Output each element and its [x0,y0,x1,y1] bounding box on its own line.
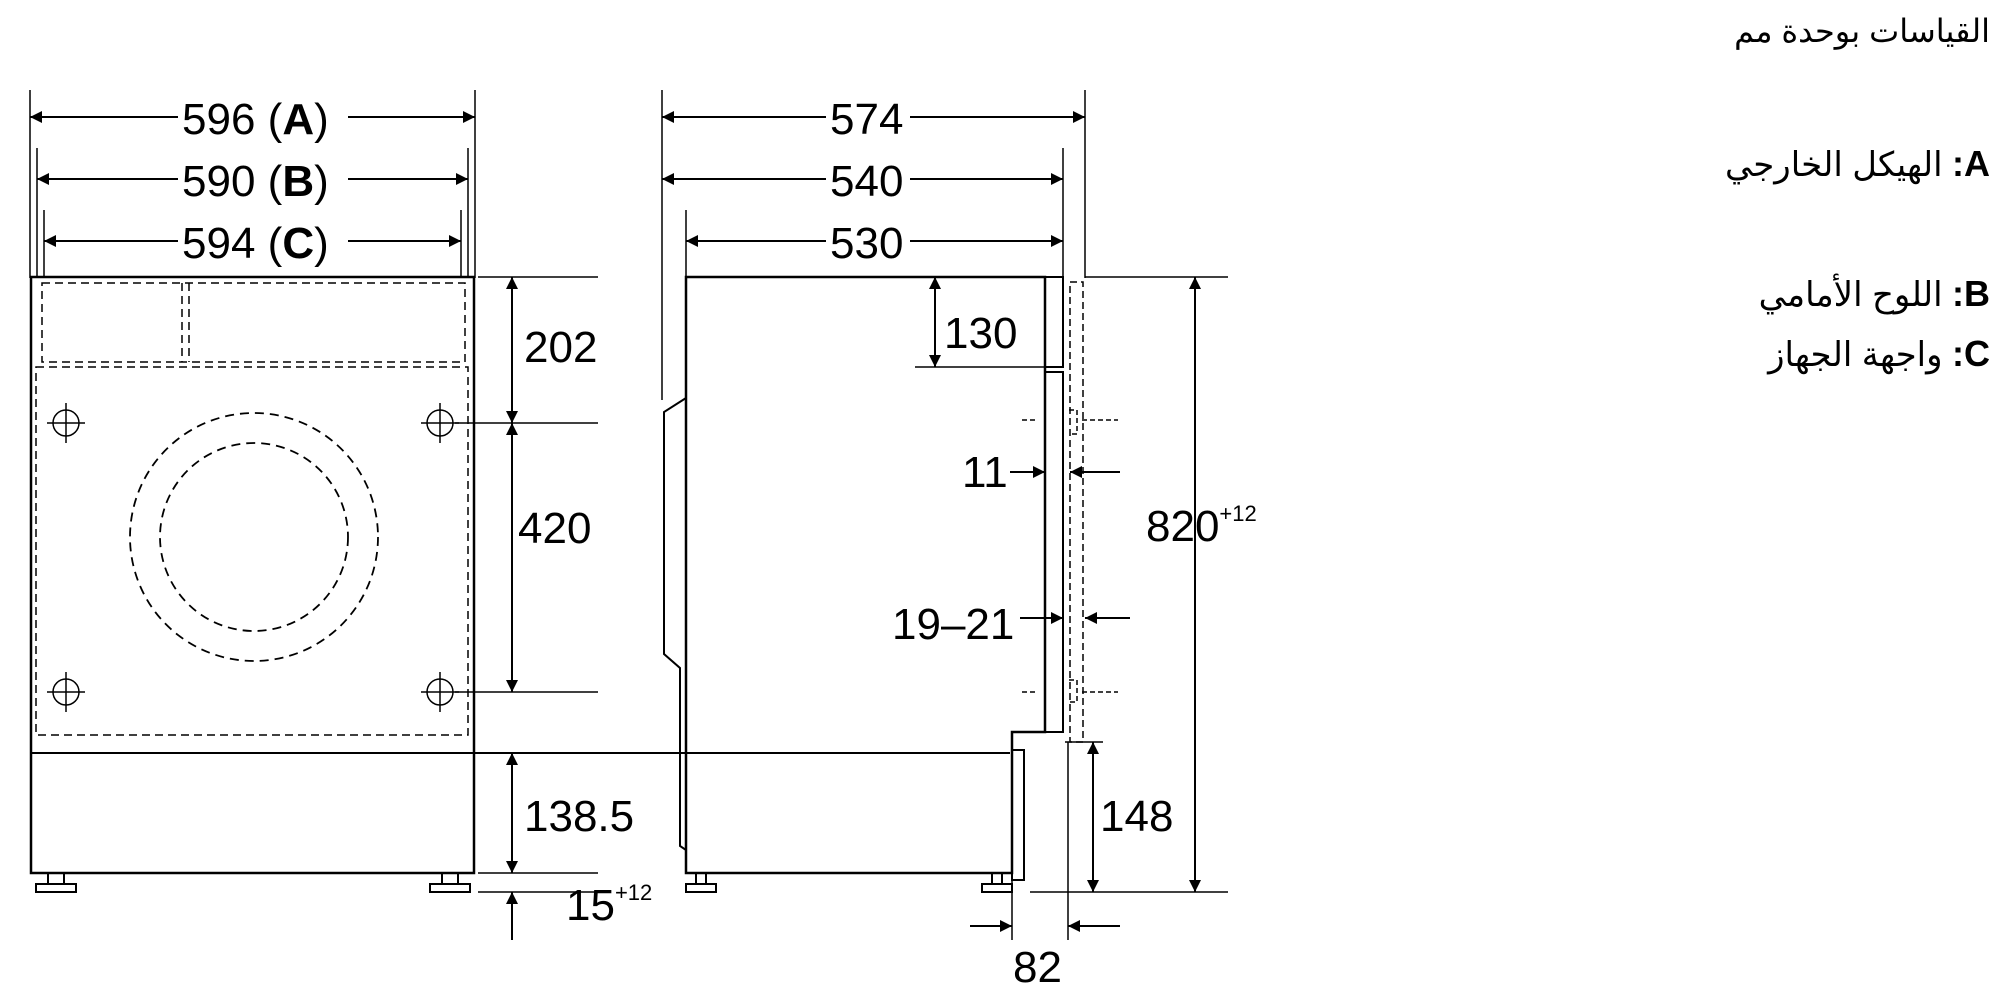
mount-hole-top-right [421,403,459,443]
dim-door-thickness: 19–21 [892,600,1014,649]
foot-left [35,883,77,893]
legend-text: الهيكل الخارجي [1724,146,1943,184]
mount-hole-top-left [47,403,85,443]
dim-gap: 11 [962,448,1008,497]
legend-letter: C [1964,333,1990,374]
mount-hole-bottom-left [47,672,85,712]
dim-plinth-panel-height: 148 [1100,792,1173,841]
mount-hole-bottom-right [421,672,459,712]
dim-width-c: 594 (C) [182,219,329,268]
dim-width-b: 590 (B) [182,157,329,206]
door-inner-circle [159,442,349,632]
side-view [661,90,1228,940]
legend-text: واجهة الجهاز [1768,336,1943,374]
dim-width-a: 596 (A) [182,95,329,144]
door-outer-circle [129,412,379,662]
legend-letter: A [1964,143,1990,184]
front-panel-main [1044,371,1064,733]
front-view [29,90,1010,940]
dim-mount-height: 420 [518,504,591,553]
front-panel-upper [1044,276,1064,368]
dim-depth-b: 540 [830,157,903,206]
appliance-door-dashed [1069,281,1084,743]
legend-text: اللوح الأمامي [1758,276,1943,314]
side-back-profile [663,397,687,851]
dim-upper-panel: 130 [944,309,1017,358]
foot-right [429,883,471,893]
side-foot-front [981,883,1013,893]
dim-plinth-height: 138.5 [524,792,634,841]
legend-item-b: B: اللوح الأمامي [1758,273,1990,314]
units-note: القياسات بوحدة مم [1734,13,1990,49]
dim-total-height: 820+12 [1146,501,1257,551]
legend-item-a: A: الهيكل الخارجي [1724,143,1990,184]
front-cabinet-outline [29,275,476,875]
dim-plinth-depth: 82 [1013,943,1062,992]
dim-top-height: 202 [524,323,597,372]
dim-depth-total: 574 [830,95,903,144]
legend-letter: B [1964,273,1990,314]
dim-depth-c: 530 [830,219,903,268]
legend-item-c: C: واجهة الجهاز [1768,333,1990,374]
dim-feet-height: 15+12 [566,880,652,930]
side-foot-rear [685,883,717,893]
plinth-panel [1011,749,1025,881]
